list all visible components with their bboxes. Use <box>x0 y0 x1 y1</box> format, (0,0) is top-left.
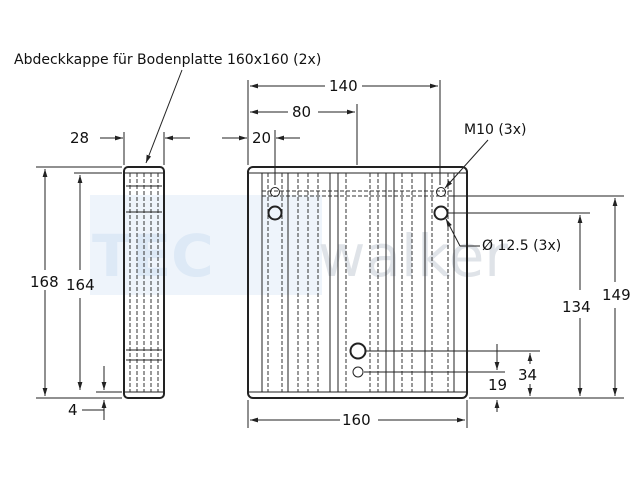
bore-hole-center <box>349 342 367 360</box>
bore-note: Ø 12.5 (3x) <box>482 238 561 254</box>
title-note: Abdeckkappe für Bodenplatte 160x160 (2x) <box>14 52 321 68</box>
height-19-dim: 19 <box>488 376 507 394</box>
front-view-outline <box>247 166 468 399</box>
watermark: TEC walker <box>90 195 508 295</box>
front-width-dim: 160 <box>342 411 371 429</box>
thread-note: M10 (3x) <box>464 122 526 138</box>
watermark-part1: TEC <box>92 222 214 290</box>
side-offset-dim: 4 <box>68 401 78 419</box>
height-34-dim: 34 <box>518 366 537 384</box>
front-center-dim: 80 <box>292 103 311 121</box>
bore-hole-left <box>267 205 283 221</box>
front-hole-spacing-dim: 140 <box>329 77 358 95</box>
side-height-outer-dim: 168 <box>30 273 59 291</box>
side-height-inner-dim: 164 <box>66 276 95 294</box>
thread-hole-right <box>436 187 446 197</box>
height-134-dim: 134 <box>562 298 591 316</box>
front-view: 140 80 20 M10 (3x) Ø 12.5 (3x) 160 149 <box>222 77 631 429</box>
title-leader <box>145 69 183 164</box>
thread-hole-left <box>270 187 280 197</box>
watermark-part2: walker <box>318 222 508 290</box>
side-view-outline <box>123 166 165 399</box>
bore-hole-right <box>433 205 449 221</box>
side-width-dim: 28 <box>70 129 89 147</box>
side-view: 28 168 164 4 <box>30 129 190 420</box>
thread-hole-center <box>352 366 364 378</box>
height-149-dim: 149 <box>602 286 631 304</box>
front-edge-dim: 20 <box>252 129 271 147</box>
